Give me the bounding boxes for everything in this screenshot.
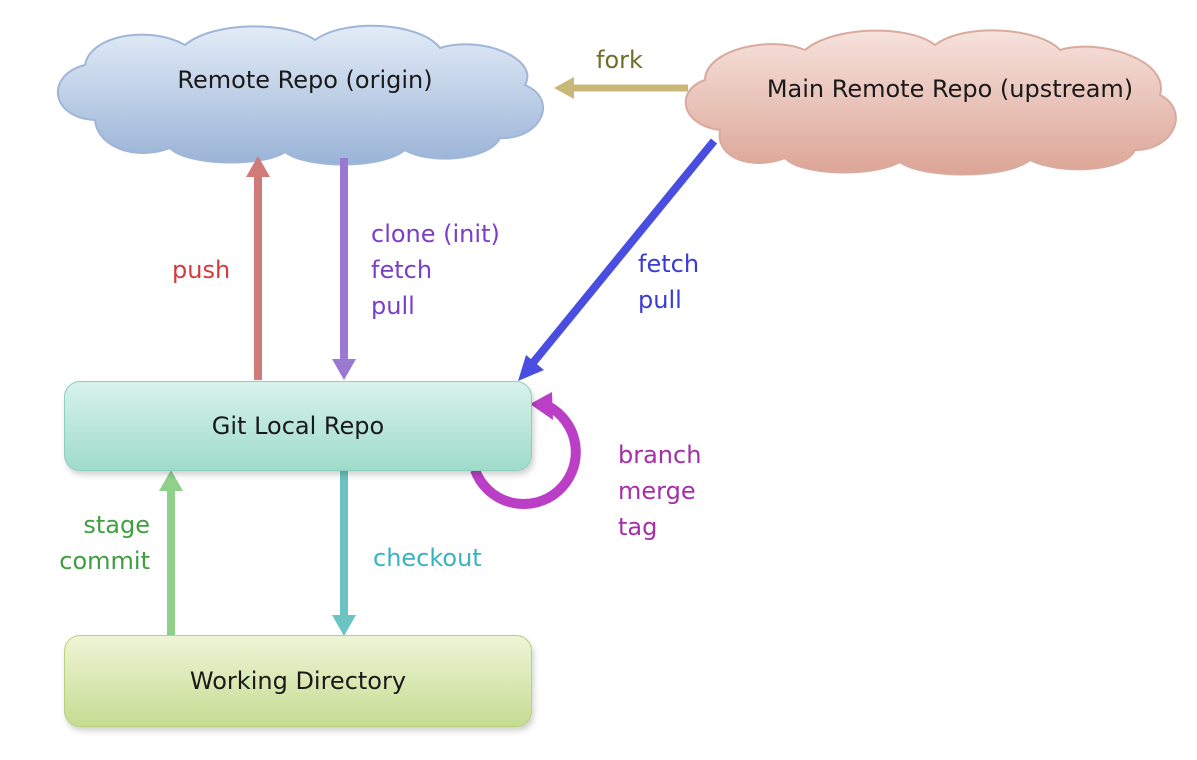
push-label-line: push — [172, 256, 231, 284]
origin-cloud — [57, 24, 544, 166]
upstream-repo-title: Main Remote Repo (upstream) — [766, 75, 1134, 103]
tag-label-line: tag — [618, 513, 658, 541]
branch-merge-tag-label: branch merge tag — [618, 437, 701, 545]
clone-fetch-pull-arrow — [332, 158, 356, 380]
merge-label-line: merge — [618, 477, 696, 505]
branch-label-line: branch — [618, 441, 702, 469]
stage-commit-label: stage commit — [55, 507, 150, 579]
stage-commit-arrow — [159, 470, 183, 636]
git-local-repo-title: Git Local Repo — [211, 412, 385, 440]
upstream-pull-label-line: pull — [638, 286, 682, 314]
upstream-cloud — [684, 29, 1177, 176]
checkout-arrow — [332, 470, 356, 636]
pull-label-line: pull — [371, 292, 415, 320]
checkout-label-line: checkout — [373, 544, 482, 572]
origin-repo-title: Remote Repo (origin) — [177, 66, 433, 94]
working-directory-title: Working Directory — [189, 667, 407, 695]
stage-label-line: stage — [83, 511, 150, 539]
working-directory-box: Working Directory — [64, 635, 532, 727]
branch-merge-tag-loop-arrow — [470, 392, 581, 509]
upstream-fetch-pull-arrow — [518, 138, 718, 381]
upstream-fetch-pull-label: fetch pull — [638, 246, 699, 318]
push-arrow — [246, 156, 270, 380]
checkout-label: checkout — [373, 540, 482, 576]
clone-label-line: clone (init) — [371, 220, 500, 248]
push-label: push — [172, 252, 230, 288]
commit-label-line: commit — [59, 547, 150, 575]
fork-arrow — [554, 77, 688, 99]
upstream-fetch-label-line: fetch — [638, 250, 700, 278]
clone-fetch-pull-label: clone (init) fetch pull — [371, 216, 500, 324]
fork-label: fork — [596, 42, 643, 78]
git-local-repo-box: Git Local Repo — [64, 381, 532, 471]
fetch-label-line: fetch — [371, 256, 433, 284]
fork-label-line: fork — [596, 46, 643, 74]
